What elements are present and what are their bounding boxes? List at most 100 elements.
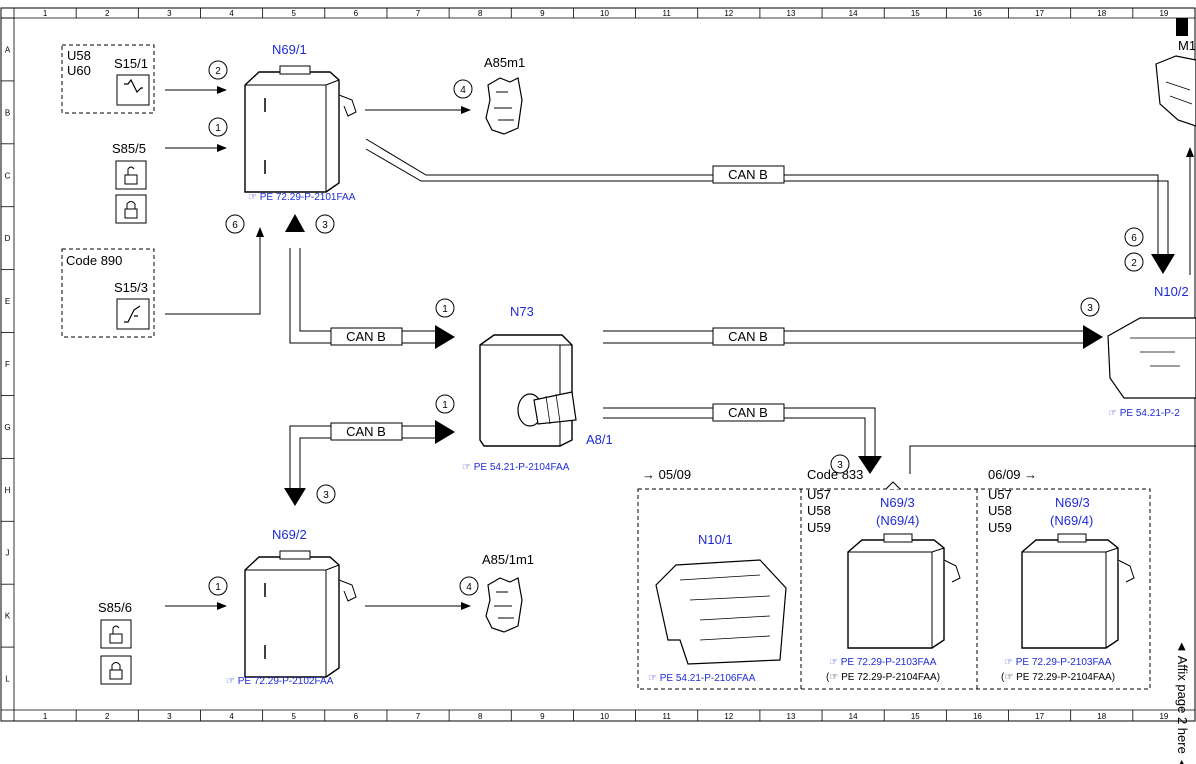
s85-6-label: S85/6 — [98, 600, 132, 615]
column-label: 8 — [478, 712, 483, 721]
column-label: 5 — [291, 712, 296, 721]
column-label: 3 — [167, 712, 172, 721]
row-label: L — [5, 675, 10, 684]
n10-2-module: N10/2 ☞ PE 54.21-P-2 — [1107, 284, 1196, 419]
box3-date: 06/09 → — [988, 467, 1037, 482]
column-label: 18 — [1097, 712, 1106, 721]
n69-3-label: N69/3 — [880, 495, 915, 510]
svg-text:3: 3 — [837, 460, 843, 471]
column-label: 12 — [724, 712, 733, 721]
column-label: 5 — [291, 9, 296, 18]
column-label: 10 — [600, 9, 609, 18]
column-label: 16 — [973, 712, 982, 721]
n69-4-label: (N69/4) — [876, 513, 919, 528]
row-label: K — [5, 612, 11, 621]
m1-component: M1 — [1155, 18, 1196, 127]
can-bus-arrowheads — [284, 214, 1175, 506]
svg-text:2: 2 — [215, 66, 221, 77]
n69-2-module: N69/2 ☞ PE 72.29-P-2102FAA — [226, 527, 357, 687]
number-circle: 2 — [208, 60, 228, 80]
row-label: G — [4, 423, 10, 432]
column-label: 13 — [787, 712, 796, 721]
column-label: 11 — [663, 9, 672, 18]
number-circle: 3 — [316, 484, 336, 504]
u58-label: U58 — [807, 503, 831, 518]
row-label: F — [5, 360, 10, 369]
column-label: 9 — [540, 9, 545, 18]
ref-n69-4a: (☞ PE 72.29-P-2104FAA) — [826, 672, 940, 683]
s15-1-label: S15/1 — [114, 56, 148, 71]
number-circle: 1 — [435, 394, 455, 414]
number-circle: 6 — [1124, 227, 1144, 247]
n69-2-label: N69/2 — [272, 527, 307, 542]
switch-icon — [116, 74, 150, 106]
number-circle: 2 — [1124, 252, 1144, 272]
n69-4-label: (N69/4) — [1050, 513, 1093, 528]
s15-3-label: S15/3 — [114, 280, 148, 295]
row-label: J — [6, 549, 10, 558]
column-label: 9 — [540, 712, 545, 721]
svg-text:1: 1 — [442, 400, 448, 411]
u58-label: U58 — [67, 48, 91, 63]
a85m1-label: A85m1 — [484, 55, 525, 70]
row-label: D — [5, 234, 11, 243]
column-label: 13 — [787, 9, 796, 18]
u57-label: U57 — [807, 487, 831, 502]
n10-2-label: N10/2 — [1154, 284, 1189, 299]
column-label: 3 — [167, 9, 172, 18]
circle-markers: 2 1 6 3 4 1 1 3 1 4 3 6 2 3 — [208, 60, 1144, 596]
u57-label: U57 — [988, 487, 1012, 502]
svg-text:6: 6 — [232, 220, 238, 231]
svg-text:3: 3 — [1087, 303, 1093, 314]
variant-boxes: → 05/09 N10/1 ☞ PE 54.21-P-2106FAA Code … — [637, 467, 1151, 690]
number-circle: 4 — [453, 79, 473, 99]
svg-text:6: 6 — [1131, 233, 1137, 244]
s85-5-group: S85/5 — [112, 141, 147, 224]
number-circle: 1 — [435, 298, 455, 318]
ref-n10-2: ☞ PE 54.21-P-2 — [1108, 408, 1180, 419]
u58-label: U58 — [988, 503, 1012, 518]
ref-n69-3b: ☞ PE 72.29-P-2103FAA — [1004, 657, 1112, 668]
row-label: E — [5, 297, 10, 306]
code833-label: Code 833 — [807, 467, 863, 482]
can-b-label: CAN B — [346, 329, 386, 344]
row-label: H — [5, 486, 11, 495]
ref-n69-3a: ☞ PE 72.29-P-2103FAA — [829, 657, 937, 668]
number-circle: 3 — [1080, 297, 1100, 317]
number-circle: 3 — [315, 214, 335, 234]
column-label: 2 — [105, 9, 110, 18]
column-label: 4 — [229, 9, 234, 18]
row-label: B — [5, 108, 10, 117]
ref-n69-1: ☞ PE 72.29-P-2101FAA — [248, 192, 356, 203]
number-circle: 4 — [459, 576, 479, 596]
column-label: 1 — [43, 712, 48, 721]
svg-text:1: 1 — [215, 123, 221, 134]
column-label: 19 — [1159, 712, 1168, 721]
box1-date: → 05/09 — [642, 467, 691, 482]
column-label: 15 — [911, 712, 920, 721]
column-label: 17 — [1035, 9, 1044, 18]
can-bus-lines — [289, 138, 1169, 488]
n69-1-label: N69/1 — [272, 42, 307, 57]
code890-label: Code 890 — [66, 253, 122, 268]
column-label: 1 — [43, 9, 48, 18]
row-label: C — [5, 171, 11, 180]
can-b-label: CAN B — [346, 424, 386, 439]
ref-n73: ☞ PE 54.21-P-2104FAA — [462, 462, 570, 473]
ref-n69-4b: (☞ PE 72.29-P-2104FAA) — [1001, 672, 1115, 683]
n73-label: N73 — [510, 304, 534, 319]
column-label: 16 — [973, 9, 982, 18]
column-label: 17 — [1035, 712, 1044, 721]
column-label: 15 — [911, 9, 920, 18]
can-b-label: CAN B — [728, 167, 768, 182]
affix-note: ◄ Affix page 2 here ◄ — [1175, 640, 1190, 764]
a85m1-actuator: A85m1 — [484, 55, 525, 135]
signal-lines — [165, 86, 1196, 610]
column-label: 19 — [1159, 9, 1168, 18]
a85-1m1-actuator: A85/1m1 — [482, 552, 534, 633]
column-label: 2 — [105, 712, 110, 721]
can-b-label: CAN B — [728, 329, 768, 344]
svg-text:2: 2 — [1131, 258, 1137, 269]
